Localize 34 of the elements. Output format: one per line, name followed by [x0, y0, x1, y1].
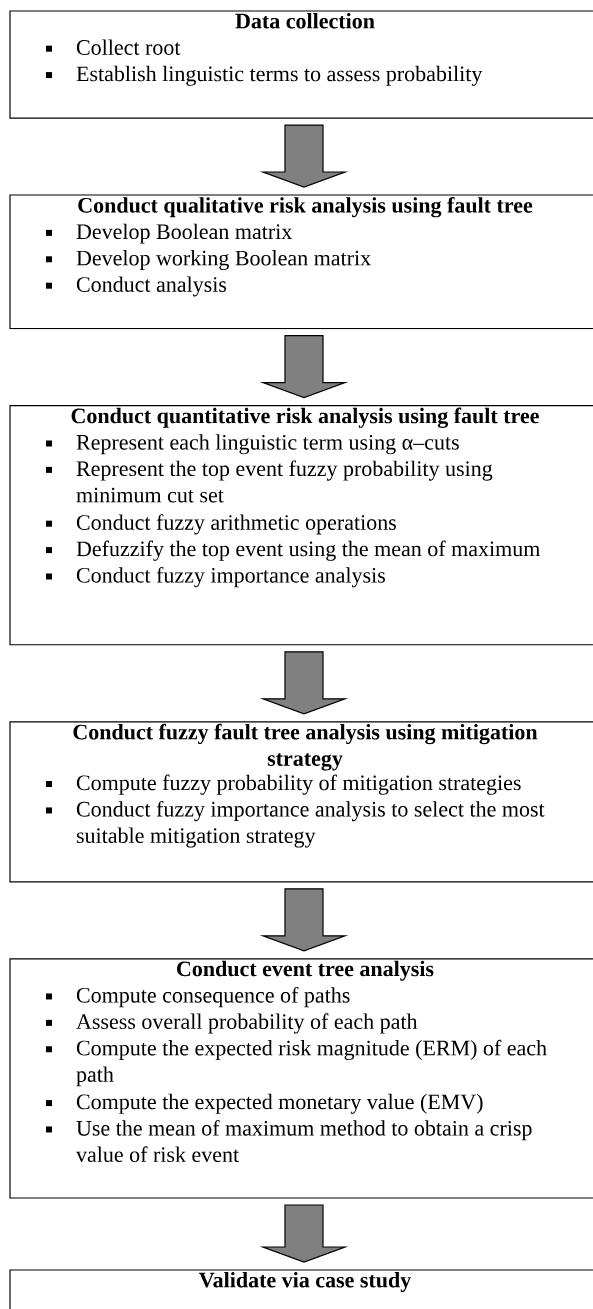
- box-heading: Validate via case study: [199, 1272, 411, 1292]
- bullet-item: Compute the expected monetary value (EMV): [46, 1093, 483, 1114]
- bullet-item: Develop working Boolean matrix: [46, 250, 371, 271]
- bullet-item: Compute consequence of paths: [46, 987, 350, 1008]
- bullet-item: Conduct fuzzy arithmetic operations: [46, 514, 396, 535]
- box-heading: Data collection: [235, 13, 375, 29]
- bullet-item: Conduct fuzzy importance analysis: [46, 567, 385, 588]
- bullet-item: Represent the top event fuzzy probability using minimum cut set: [46, 460, 493, 503]
- bullet-item: Assess overall probability of each path: [46, 1013, 418, 1034]
- box-heading: Conduct event tree analysis: [177, 960, 434, 981]
- bullet-item: Establish linguistic terms to assess probability: [46, 65, 483, 86]
- block-arrow: [259, 335, 349, 399]
- box-heading: Conduct fuzzy fault tree analysis using mitigation strategy: [73, 723, 538, 771]
- bullet-item: Defuzzify the top event using the mean of maximum: [46, 540, 540, 561]
- bullet-item: Collect root: [46, 39, 181, 55]
- bullet-item: Conduct analysis: [46, 276, 227, 297]
- process-box: [9, 10, 593, 119]
- box-heading: Conduct qualitative risk analysis using fault tree: [78, 197, 533, 218]
- process-box: [9, 721, 593, 883]
- block-arrow: [259, 124, 349, 188]
- bullet-item: Conduct fuzzy importance analysis to select the most suitable mitigation strategy: [46, 800, 545, 848]
- process-box: [9, 405, 593, 646]
- bullet-item: Use the mean of maximum method to obtain a crisp value of risk event: [46, 1119, 532, 1163]
- process-box: [9, 958, 593, 1199]
- bullet-item: Compute the expected risk magnitude (ERM) of each path: [46, 1039, 547, 1087]
- block-arrow: [259, 888, 349, 952]
- bullet-item: Develop Boolean matrix: [46, 223, 293, 244]
- bullet-item: Represent each linguistic term using α–cuts: [46, 434, 459, 455]
- process-box: [9, 1269, 593, 1309]
- process-box: [9, 194, 593, 330]
- block-arrow: [259, 651, 349, 715]
- bullet-item: Compute fuzzy probability of mitigation strategies: [46, 774, 521, 795]
- block-arrow: [259, 1204, 349, 1263]
- box-heading: Conduct quantitative risk analysis using fault tree: [71, 407, 539, 428]
